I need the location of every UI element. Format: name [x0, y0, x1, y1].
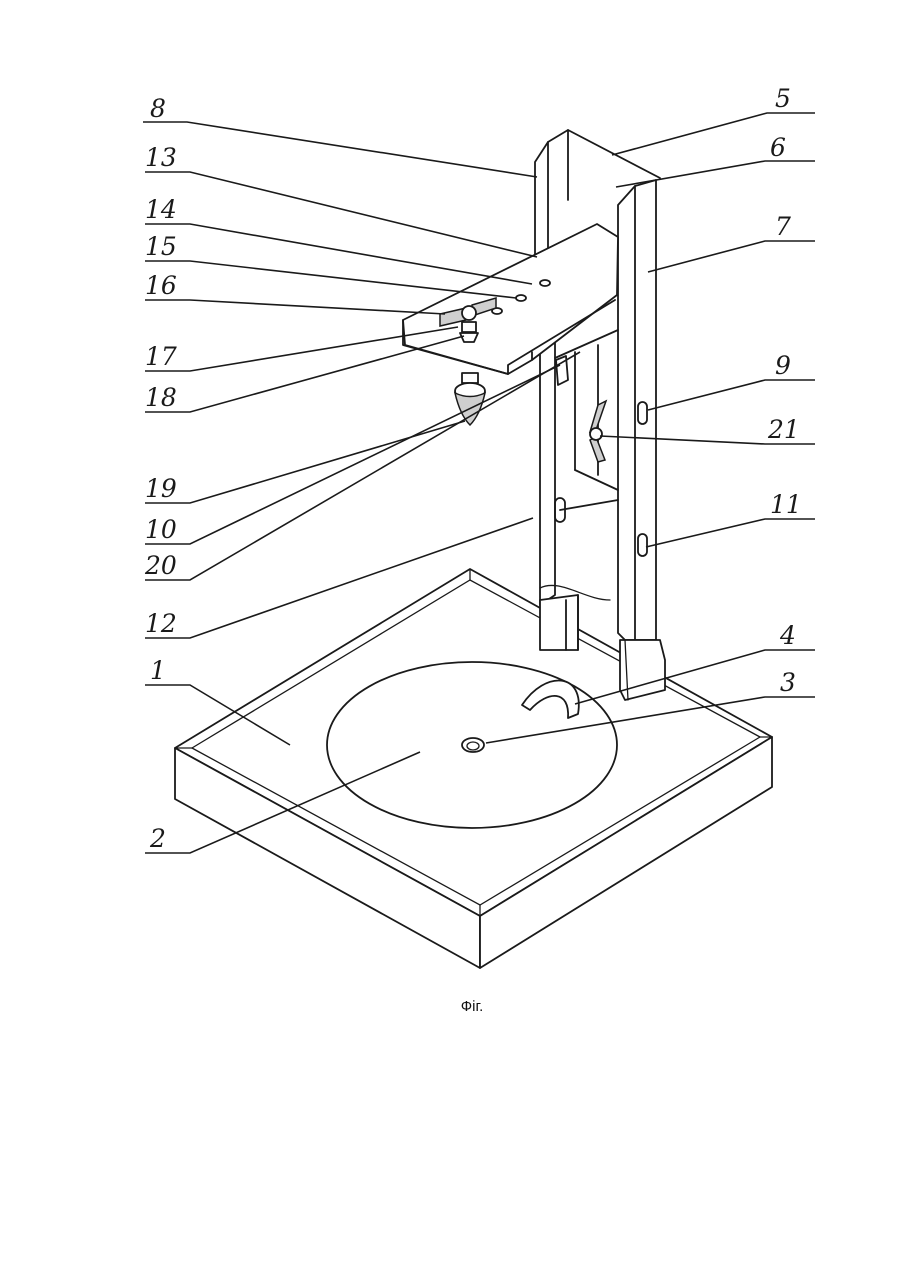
- label-2: 2: [149, 824, 166, 853]
- label-4: 4: [779, 621, 796, 650]
- label-11: 11: [770, 490, 802, 519]
- label-17: 17: [145, 342, 177, 371]
- label-16: 16: [145, 271, 177, 300]
- label-15: 15: [145, 232, 177, 261]
- label-3: 3: [780, 668, 796, 697]
- label-20: 20: [144, 551, 177, 580]
- label-9: 9: [775, 351, 791, 380]
- label-19: 19: [145, 474, 177, 503]
- front-post: [618, 180, 665, 700]
- figure-caption: Фіг.: [461, 998, 484, 1015]
- label-8: 8: [150, 94, 166, 123]
- label-12: 12: [145, 609, 177, 638]
- label-21: 21: [767, 415, 800, 444]
- cantilever-arm: [403, 224, 618, 374]
- label-13: 13: [145, 143, 177, 172]
- sliding-carriage: [555, 330, 618, 522]
- label-6: 6: [770, 133, 786, 162]
- label-5: 5: [775, 84, 791, 113]
- label-18: 18: [145, 383, 177, 412]
- label-10: 10: [145, 515, 177, 544]
- label-14: 14: [145, 195, 177, 224]
- wing-screw: [590, 401, 606, 462]
- label-7: 7: [775, 212, 791, 241]
- label-1: 1: [150, 656, 166, 685]
